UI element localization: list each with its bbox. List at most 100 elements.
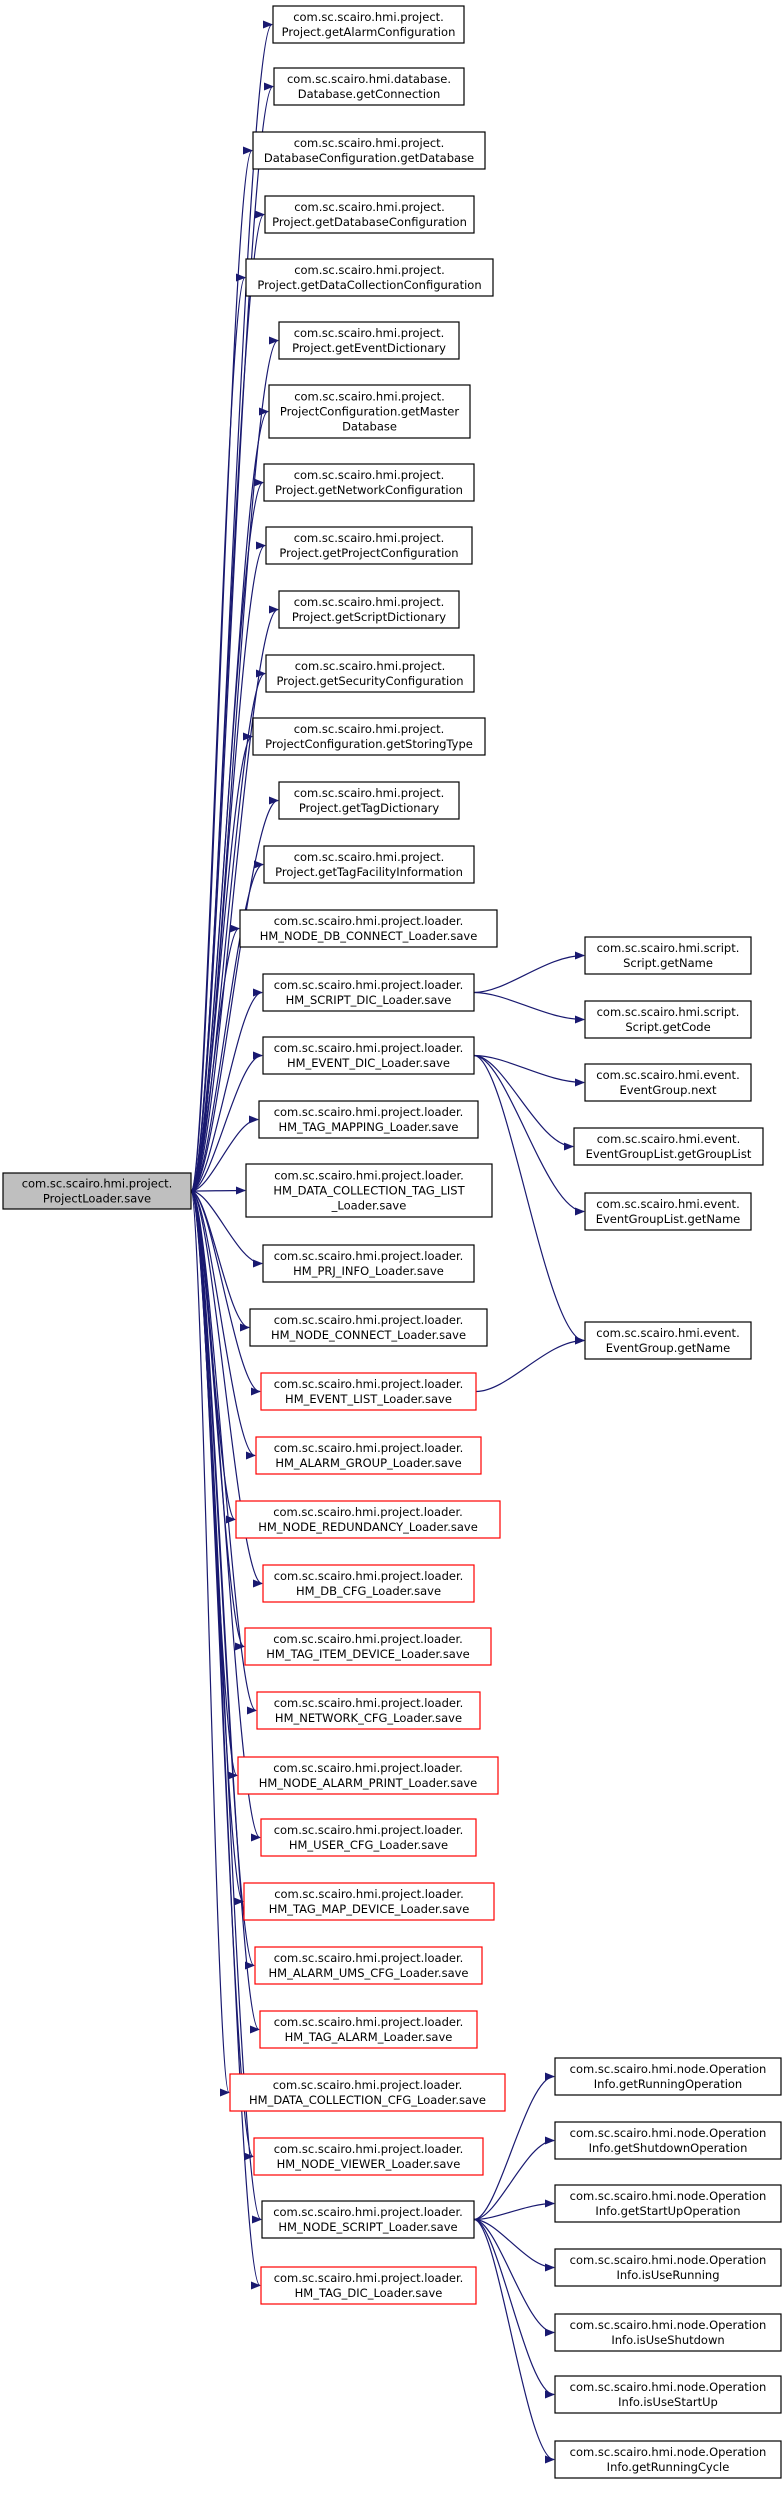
edge-root-to-getTagFacilityInformation (190, 860, 264, 1192)
node-opGetRunningCycle[interactable]: com.sc.scairo.hmi.node.OperationInfo.get… (554, 2440, 782, 2479)
edge-scriptDic-to-scriptGetCode (473, 991, 585, 1024)
node-box (265, 526, 473, 565)
node-eventGroupGetName[interactable]: com.sc.scairo.hmi.event.EventGroup.getNa… (584, 1321, 752, 1360)
node-box (263, 463, 475, 502)
node-getProjectConfiguration[interactable]: com.sc.scairo.hmi.project.Project.getPro… (265, 526, 473, 565)
node-dbCfg[interactable]: com.sc.scairo.hmi.project.loader.HM_DB_C… (262, 1564, 475, 1603)
node-label-line: HM_PRJ_INFO_Loader.save (293, 1264, 444, 1278)
node-opGetStartUpOperation[interactable]: com.sc.scairo.hmi.node.OperationInfo.get… (554, 2184, 782, 2223)
node-label-line: com.sc.scairo.hmi.project.loader. (273, 2078, 463, 2092)
node-getScriptDictionary[interactable]: com.sc.scairo.hmi.project.Project.getScr… (278, 590, 460, 629)
edge-root-to-tagAlarm (190, 1190, 260, 2034)
node-opIsUseStartUp[interactable]: com.sc.scairo.hmi.node.OperationInfo.isU… (554, 2375, 782, 2414)
node-tagMapDevice[interactable]: com.sc.scairo.hmi.project.loader.HM_TAG_… (243, 1882, 495, 1921)
node-alarmGroup[interactable]: com.sc.scairo.hmi.project.loader.HM_ALAR… (255, 1436, 482, 1475)
node-getNetworkConfiguration[interactable]: com.sc.scairo.hmi.project.Project.getNet… (263, 463, 475, 502)
edge-root-to-scriptDic (190, 988, 263, 1192)
node-eventGroupListGetName[interactable]: com.sc.scairo.hmi.event.EventGroupList.g… (584, 1192, 752, 1231)
node-label-line: com.sc.scairo.hmi.project. (22, 1177, 173, 1191)
node-networkCfg[interactable]: com.sc.scairo.hmi.project.loader.HM_NETW… (256, 1691, 481, 1730)
node-nodeScript[interactable]: com.sc.scairo.hmi.project.loader.HM_NODE… (261, 2200, 475, 2239)
node-nodeDbConnect[interactable]: com.sc.scairo.hmi.project.loader.HM_NODE… (239, 909, 498, 948)
node-getDatabase[interactable]: com.sc.scairo.hmi.project.DatabaseConfig… (252, 131, 486, 170)
node-getDatabaseConfiguration[interactable]: com.sc.scairo.hmi.project.Project.getDat… (264, 195, 475, 234)
node-nodeAlarmPrint[interactable]: com.sc.scairo.hmi.project.loader.HM_NODE… (237, 1756, 499, 1795)
node-tagMapping[interactable]: com.sc.scairo.hmi.project.loader.HM_TAG_… (258, 1100, 479, 1139)
node-userCfg[interactable]: com.sc.scairo.hmi.project.loader.HM_USER… (260, 1818, 477, 1857)
node-dataCollectionCfg[interactable]: com.sc.scairo.hmi.project.loader.HM_DATA… (229, 2073, 506, 2112)
node-label-line: Project.getScriptDictionary (292, 610, 446, 624)
node-getAlarmConfiguration[interactable]: com.sc.scairo.hmi.project.Project.getAla… (272, 5, 465, 44)
node-box (260, 1372, 477, 1411)
node-getTagDictionary[interactable]: com.sc.scairo.hmi.project.Project.getTag… (278, 781, 460, 820)
node-label-line: ProjectLoader.save (43, 1192, 151, 1206)
node-box (584, 1192, 752, 1231)
node-label-line: Database.getConnection (298, 87, 440, 101)
edge-root-to-dataCollectionCfg (190, 1190, 230, 2096)
node-label-line: com.sc.scairo.hmi.project.loader. (274, 1887, 464, 1901)
node-eventGroupListGetGroupList[interactable]: com.sc.scairo.hmi.event.EventGroupList.g… (573, 1127, 764, 1166)
node-label-line: Project.getSecurityConfiguration (276, 674, 463, 688)
node-prjInfo[interactable]: com.sc.scairo.hmi.project.loader.HM_PRJ_… (262, 1244, 475, 1283)
node-getConnection[interactable]: com.sc.scairo.hmi.database.Database.getC… (273, 67, 465, 106)
edge-root-to-nodeDbConnect (190, 924, 240, 1192)
node-label-line: com.sc.scairo.hmi.project.loader. (274, 1105, 464, 1119)
node-box (584, 1000, 752, 1039)
node-eventList[interactable]: com.sc.scairo.hmi.project.loader.HM_EVEN… (260, 1372, 477, 1411)
node-nodeRedundancy[interactable]: com.sc.scairo.hmi.project.loader.HM_NODE… (235, 1500, 501, 1539)
edge-root-to-tagItemDevice (190, 1190, 245, 1651)
node-alarmUmsCfg[interactable]: com.sc.scairo.hmi.project.loader.HM_ALAR… (254, 1946, 483, 1985)
node-getStoringType[interactable]: com.sc.scairo.hmi.project.ProjectConfigu… (252, 717, 486, 756)
node-scriptGetName[interactable]: com.sc.scairo.hmi.script.Script.getName (584, 936, 752, 975)
node-eventGroupNext[interactable]: com.sc.scairo.hmi.event.EventGroup.next (584, 1063, 752, 1102)
node-tagAlarm[interactable]: com.sc.scairo.hmi.project.loader.HM_TAG_… (259, 2010, 478, 2049)
node-label-line: Project.getDataCollectionConfiguration (257, 278, 481, 292)
node-box (554, 2440, 782, 2479)
node-label-line: com.sc.scairo.hmi.node.Operation (570, 2062, 767, 2076)
node-scriptDic[interactable]: com.sc.scairo.hmi.project.loader.HM_SCRI… (262, 973, 475, 1012)
node-label-line: com.sc.scairo.hmi.project. (294, 200, 445, 214)
node-label-line: com.sc.scairo.hmi.project. (294, 531, 445, 545)
node-label-line: HM_EVENT_DIC_Loader.save (287, 1056, 450, 1070)
edge-eventDic-to-eventGroupNext (473, 1054, 585, 1087)
node-label-line: com.sc.scairo.hmi.project. (293, 10, 444, 24)
edge-nodeScript-to-opGetShutdownOperation (473, 2136, 555, 2221)
node-dataCollectionTagList[interactable]: com.sc.scairo.hmi.project.loader.HM_DATA… (245, 1163, 493, 1218)
node-label-line: com.sc.scairo.hmi.event. (596, 1197, 739, 1211)
node-label-line: HM_EVENT_LIST_Loader.save (285, 1392, 452, 1406)
node-tagItemDevice[interactable]: com.sc.scairo.hmi.project.loader.HM_TAG_… (244, 1627, 492, 1666)
node-label-line: EventGroupList.getGroupList (586, 1147, 752, 1161)
node-getDataCollectionConfiguration[interactable]: com.sc.scairo.hmi.project.Project.getDat… (245, 258, 494, 297)
node-label-line: HM_ALARM_GROUP_Loader.save (275, 1456, 461, 1470)
node-box (554, 2248, 782, 2287)
node-nodeViewer[interactable]: com.sc.scairo.hmi.project.loader.HM_NODE… (253, 2137, 484, 2176)
node-label-line: HM_DATA_COLLECTION_TAG_LIST (273, 1184, 465, 1198)
node-box (262, 1244, 475, 1283)
root-node[interactable]: com.sc.scairo.hmi.project.ProjectLoader.… (2, 1172, 192, 1210)
node-scriptGetCode[interactable]: com.sc.scairo.hmi.script.Script.getCode (584, 1000, 752, 1039)
node-getMasterDatabase[interactable]: com.sc.scairo.hmi.project.ProjectConfigu… (268, 384, 471, 439)
node-opGetShutdownOperation[interactable]: com.sc.scairo.hmi.node.OperationInfo.get… (554, 2121, 782, 2160)
node-box (244, 1627, 492, 1666)
node-layer: com.sc.scairo.hmi.project.ProjectLoader.… (2, 5, 782, 2479)
node-label-line: Info.isUseShutdown (611, 2333, 724, 2347)
node-opGetRunningOperation[interactable]: com.sc.scairo.hmi.node.OperationInfo.get… (554, 2057, 782, 2096)
node-getEventDictionary[interactable]: com.sc.scairo.hmi.project.Project.getEve… (278, 321, 460, 360)
node-opIsUseRunning[interactable]: com.sc.scairo.hmi.node.OperationInfo.isU… (554, 2248, 782, 2287)
node-label-line: Script.getName (623, 956, 713, 970)
node-getSecurityConfiguration[interactable]: com.sc.scairo.hmi.project.Project.getSec… (265, 654, 475, 693)
node-label-line: Info.getRunningOperation (594, 2077, 742, 2091)
node-box (263, 845, 475, 884)
edge-scriptDic-to-scriptGetName (473, 951, 585, 994)
node-box (265, 654, 475, 693)
node-opIsUseShutdown[interactable]: com.sc.scairo.hmi.node.OperationInfo.isU… (554, 2313, 782, 2352)
node-label-line: com.sc.scairo.hmi.node.Operation (570, 2253, 767, 2267)
node-tagDic[interactable]: com.sc.scairo.hmi.project.loader.HM_TAG_… (260, 2266, 477, 2305)
node-label-line: com.sc.scairo.hmi.project. (294, 326, 445, 340)
node-getTagFacilityInformation[interactable]: com.sc.scairo.hmi.project.Project.getTag… (263, 845, 475, 884)
node-nodeConnect[interactable]: com.sc.scairo.hmi.project.loader.HM_NODE… (249, 1308, 488, 1347)
node-box (258, 1100, 479, 1139)
edge-root-to-prjInfo (190, 1190, 263, 1268)
edge-root-to-dataCollectionTagList (190, 1186, 246, 1195)
node-eventDic[interactable]: com.sc.scairo.hmi.project.loader.HM_EVEN… (262, 1036, 475, 1075)
